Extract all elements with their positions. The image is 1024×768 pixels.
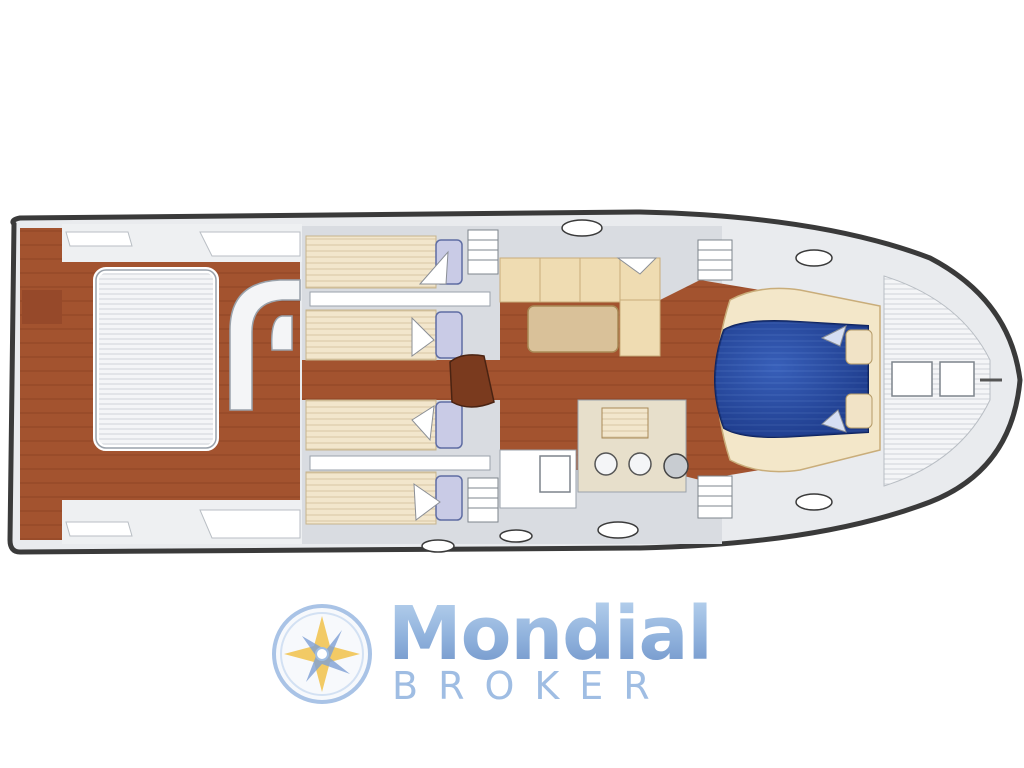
compass-star-icon bbox=[272, 604, 372, 704]
aft-cabin-berths bbox=[305, 235, 491, 525]
helm-seat bbox=[449, 354, 495, 408]
saloon-dinette bbox=[499, 257, 661, 357]
cockpit-seat bbox=[229, 279, 301, 411]
mondial-broker-logo: Mondial BROKER bbox=[270, 594, 760, 710]
foredeck bbox=[883, 275, 991, 487]
logo-subtitle: BROKER bbox=[392, 664, 670, 708]
logo-wordmark: Mondial bbox=[388, 591, 713, 677]
boat-deck-plan bbox=[7, 209, 1023, 555]
sunpad-hatch bbox=[93, 267, 219, 451]
galley bbox=[499, 399, 689, 509]
companionway-steps bbox=[467, 229, 733, 523]
skylights bbox=[421, 219, 833, 553]
